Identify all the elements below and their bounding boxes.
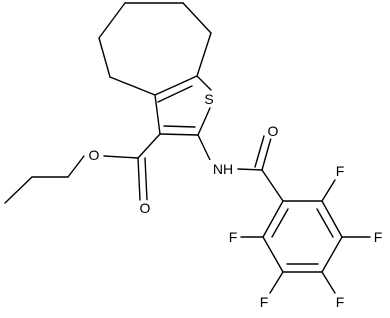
bond: [103, 155, 139, 159]
fluorine-atom-left-bg: [226, 230, 240, 244]
bond: [321, 179, 336, 202]
bond: [182, 2, 212, 34]
fluorine-atom-right-label: F: [374, 229, 383, 245]
bond: [4, 176, 33, 204]
fluorine-atom-bottom-left-bg: [257, 295, 271, 309]
bond: [197, 107, 211, 136]
bond: [196, 32, 212, 77]
ester-carbonyl-oxygen-atom-bg: [137, 200, 153, 216]
fluorine-atom-top-bg: [333, 164, 347, 178]
fluorine-atom-right-bg: [371, 230, 385, 244]
amide-nitrogen-atom-bg: [209, 160, 237, 178]
amide-oxygen-atom: O: [265, 123, 281, 139]
bond: [261, 137, 272, 171]
bond: [254, 135, 265, 168]
fluorine-atom-bottom-left: F: [257, 294, 271, 310]
ester-oxygen-atom-label: O: [89, 147, 100, 163]
fluorine-atom-left: F: [226, 229, 240, 245]
bond: [137, 133, 161, 159]
sulfur-atom: S: [201, 91, 217, 107]
bond: [109, 76, 156, 96]
atom-labels: S O O NH O F F F: [86, 91, 385, 310]
fluorine-atom-bottom-right-bg: [333, 295, 347, 309]
bond: [316, 208, 334, 238]
fluorine-atom-top-label: F: [336, 163, 345, 179]
amide-nitrogen-atom: NH: [209, 160, 237, 178]
fluorine-atom-bottom-left-label: F: [260, 294, 269, 310]
ester-carbonyl-oxygen-atom: O: [137, 200, 153, 216]
bond: [196, 75, 212, 91]
fluorine-atom-top: F: [333, 163, 347, 179]
fluorine-atom-bottom-right: F: [333, 294, 347, 310]
sulfur-atom-bg: [201, 91, 217, 107]
bond: [98, 2, 126, 39]
bond: [262, 200, 284, 238]
fluorine-atom-bottom-right-label: F: [336, 294, 345, 310]
fluorine-atom-left-label: F: [229, 229, 238, 245]
bond: [67, 155, 85, 178]
ester-carbonyl-oxygen-atom-label: O: [140, 200, 151, 216]
bond: [154, 75, 198, 96]
ester-oxygen-atom: O: [86, 147, 102, 163]
bond: [271, 208, 289, 238]
bond: [163, 125, 196, 128]
bond: [137, 157, 141, 201]
bond: [321, 236, 343, 273]
amide-oxygen-atom-bg: [265, 123, 281, 139]
bond: [321, 200, 343, 238]
sulfur-atom-label: S: [204, 91, 213, 107]
bond: [237, 168, 263, 171]
fluorine-atom-right: F: [371, 229, 385, 245]
bond: [261, 169, 284, 202]
ester-oxygen-atom-bg: [86, 147, 102, 163]
bond: [154, 94, 161, 135]
amide-nitrogen-atom-label: NH: [213, 161, 233, 177]
bond: [269, 271, 284, 294]
amide-oxygen-atom-label: O: [268, 123, 279, 139]
bond: [321, 271, 336, 294]
bond-lines: [4, 2, 371, 294]
bond: [159, 133, 199, 136]
bond: [98, 37, 111, 78]
bond: [144, 157, 148, 201]
bond: [157, 85, 193, 103]
bond: [262, 236, 284, 273]
bond: [197, 134, 211, 161]
